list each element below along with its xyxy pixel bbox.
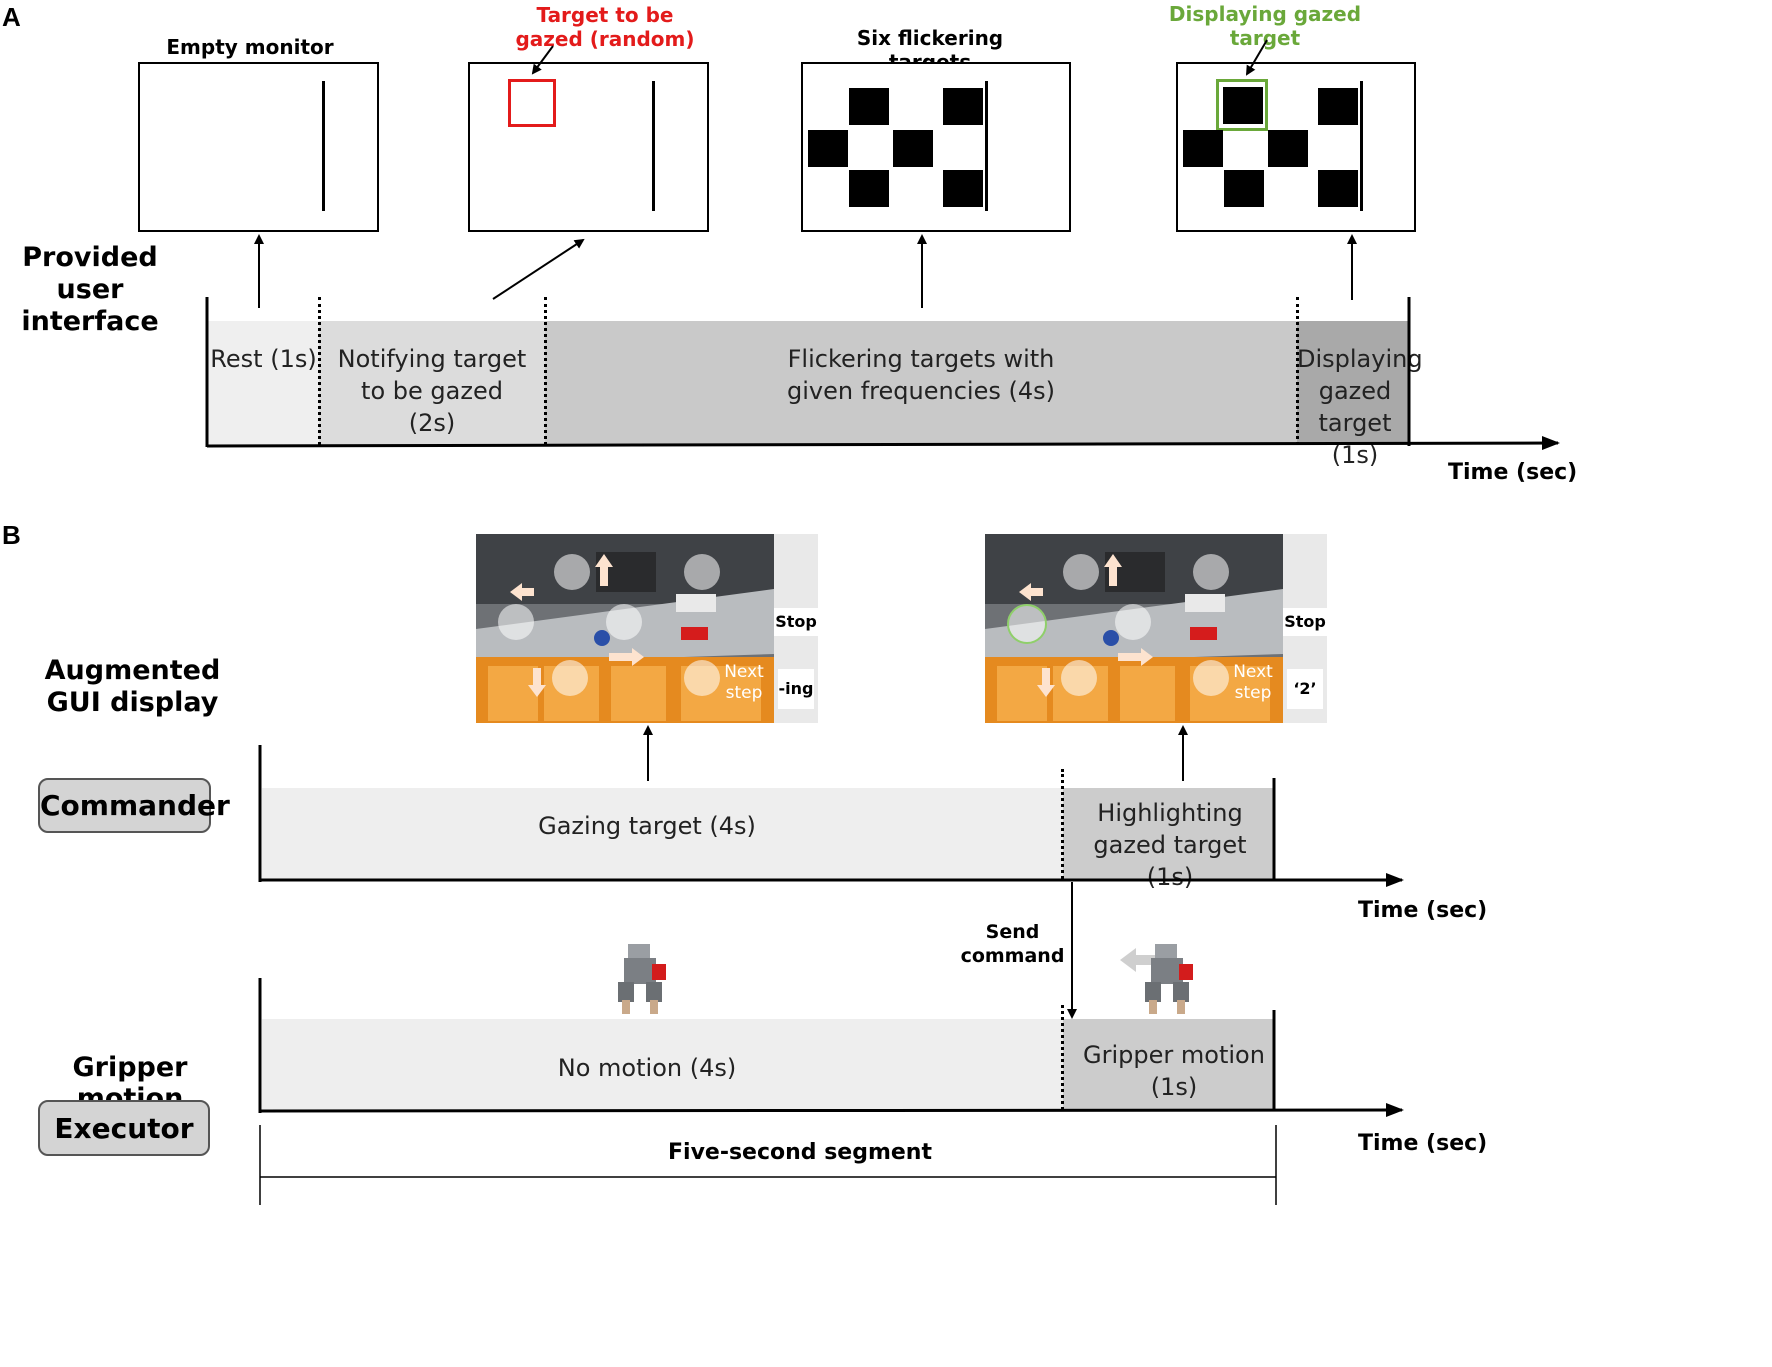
segment-flicker-label: Flickering targets with given frequencie… [787,345,1055,405]
monitor-divider [1360,81,1363,211]
arrow-to-monitor [492,238,585,300]
provided-ui-label: Provided user interface [21,242,159,337]
monitor-4-title: Displaying gazed target [1168,2,1362,50]
divider-dotted [544,297,547,445]
segment-gripper-motion [1063,1019,1274,1110]
time-axis-label-executor: Time (sec) [1358,1131,1488,1156]
gripper-icon [618,944,666,1014]
target-highlight-green [1216,79,1268,131]
segment-flicker [545,321,1297,445]
callout-arrow [1245,39,1268,76]
time-axis-label-a: Time (sec) [1448,460,1578,485]
divider-dotted [1296,297,1299,445]
target-highlight-red [508,79,556,127]
segment-gripper-motion-label: Gripper motion (1s) [1083,1041,1265,1101]
monitor-divider [322,81,325,211]
gui-side-panel: Stop ‘2’ [1283,534,1327,723]
commander-badge: Commander [38,778,230,833]
gui-side-panel: Stop -ing [774,534,818,723]
segment-highlighting-label: Highlighting gazed target (1s) [1093,799,1247,891]
flicker-target [1318,170,1358,207]
segment-rest-label: Rest (1s) [210,345,317,373]
gui-target-circle [1061,660,1097,696]
monitor-flicker [801,62,1071,232]
gui-stop-label: Stop [1283,608,1327,636]
panel-b-letter: B [2,520,21,550]
gui-next-step-label: Next step [1233,662,1273,703]
gripper-icon-moving [1120,944,1193,1014]
direction-arrows [510,554,644,697]
gui-target-circle [498,604,534,640]
gui-status-label: -ing [778,669,814,709]
segment-display [1297,321,1409,445]
gui-status-label: ‘2’ [1287,669,1323,709]
gui-target-circle [1193,554,1229,590]
time-axis-label-commander: Time (sec) [1358,898,1488,923]
monitor-empty [138,62,379,232]
flicker-target [943,170,983,207]
flicker-target [1224,170,1264,207]
flicker-target [1318,88,1358,125]
executor-badge: Executor [38,1100,210,1156]
flicker-target [849,88,889,125]
gui-camera-view-2: Next step [985,534,1283,723]
flicker-target [1223,87,1263,124]
gui-camera-view-1: Next step [476,534,774,723]
segment-highlighting [1063,788,1274,879]
gui-target-circle [684,554,720,590]
gui-target-circle [606,604,642,640]
divider-dotted [1061,1005,1064,1110]
flicker-target [943,88,983,125]
gui-target-circle [1115,604,1151,640]
monitor-gazed [1176,62,1416,232]
flicker-target [849,170,889,207]
gui-target-circle [554,554,590,590]
monitor-2-title: Target to be gazed (random) [515,3,695,51]
flicker-target [1183,130,1223,167]
segment-no-motion [262,1019,1063,1110]
divider-dotted [1061,769,1064,879]
gui-next-step-label: Next step [724,662,764,703]
gui-target-circle [552,660,588,696]
monitor-divider [985,81,988,211]
gui-target-circle [1193,660,1229,696]
time-axis-a [206,436,1560,451]
monitor-1-title: Empty monitor [166,35,334,59]
segment-gazing [262,788,1063,879]
gui-target-circle [1063,554,1099,590]
five-second-segment-label: Five-second segment [668,1140,932,1165]
direction-arrows [1019,554,1153,697]
flicker-target [893,130,933,167]
monitor-divider [652,81,655,211]
augmented-gui-label: Augmented GUI display [44,655,221,718]
time-axis-executor [259,1103,1404,1118]
segment-notify-label: Notifying target to be gazed (2s) [337,345,527,437]
gui-target-circle-highlighted [1007,604,1047,644]
flicker-target [1268,130,1308,167]
gui-stop-label: Stop [774,608,818,636]
monitor-notify [468,62,709,232]
segment-notify [319,321,545,445]
flicker-target [808,130,848,167]
send-command-label: Send command [960,921,1065,967]
segment-rest [208,321,319,445]
segment-no-motion-label: No motion (4s) [557,1054,737,1082]
gui-target-circle [684,660,720,696]
segment-display-label: Displaying gazed target (1s) [1297,345,1423,469]
divider-dotted [318,297,321,445]
segment-gazing-label: Gazing target (4s) [538,812,756,840]
panel-a-letter: A [2,2,21,32]
callout-arrow [531,45,554,75]
